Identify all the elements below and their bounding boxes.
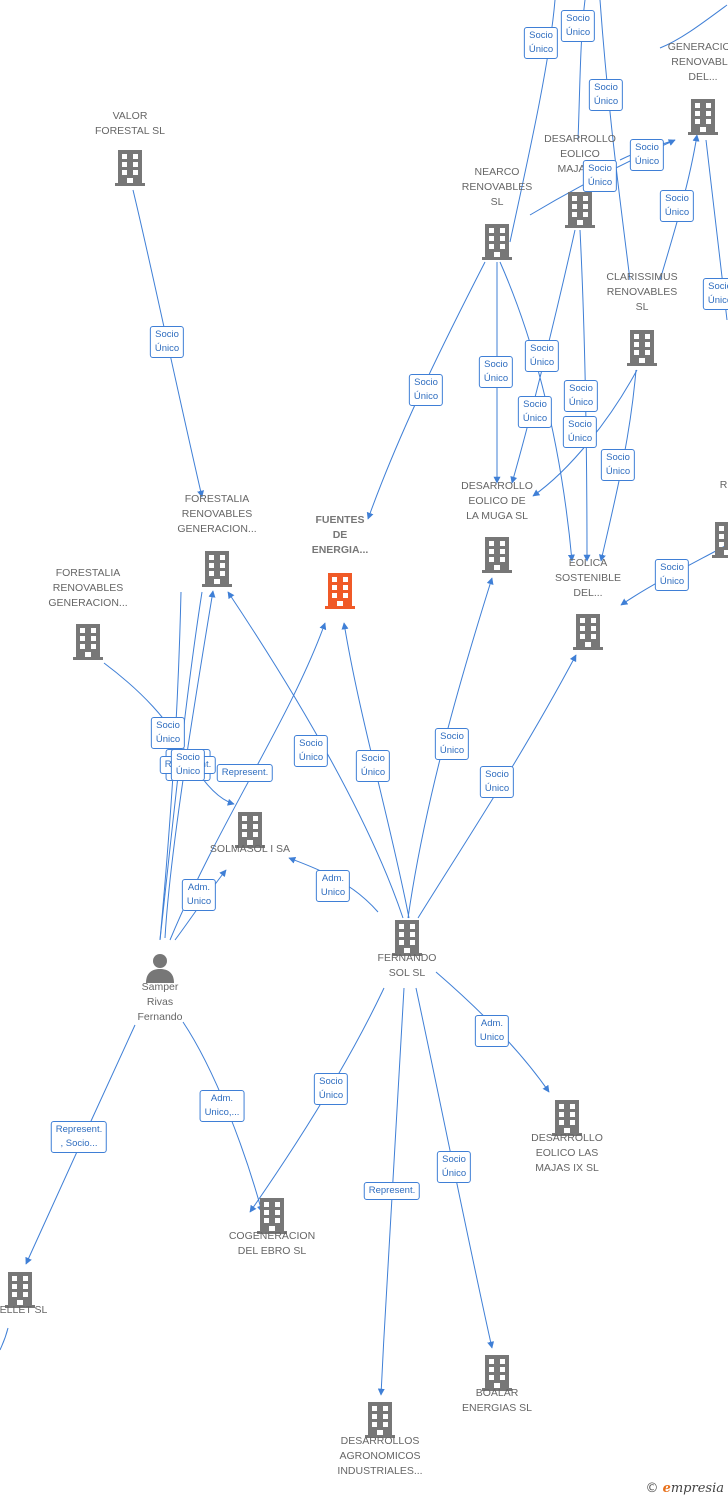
relationship-edge xyxy=(499,261,575,562)
relationship-label[interactable]: Socio Único xyxy=(313,1073,349,1105)
relationship-edge xyxy=(0,1327,9,1351)
node-label-nearco[interactable]: NEARCO RENOVABLES SL xyxy=(461,166,533,208)
relationship-label[interactable]: Socio Único xyxy=(562,416,598,448)
building-icon[interactable] xyxy=(712,522,728,558)
node-label-fernando[interactable]: FERNANDO SOL SL xyxy=(377,952,437,979)
node-label-samper[interactable]: Samper Rivas Fernando xyxy=(137,981,183,1023)
building-icon[interactable] xyxy=(688,99,718,135)
relationship-label[interactable]: Represent. , Socio... xyxy=(50,1121,108,1153)
relationship-label[interactable]: Socio Único xyxy=(408,374,444,406)
relationship-label[interactable]: Adm. Unico xyxy=(181,879,217,911)
relationship-label[interactable]: Socio Único xyxy=(560,10,596,42)
building-icon[interactable] xyxy=(73,624,103,660)
relationship-label[interactable]: Socio Único xyxy=(436,1151,472,1183)
relationship-label[interactable]: Represent. xyxy=(363,1182,421,1200)
relationship-label[interactable]: Socio Único xyxy=(659,190,695,222)
person-icon[interactable] xyxy=(146,954,174,983)
relationship-label[interactable]: Socio Único xyxy=(524,340,560,372)
node-label-eolica[interactable]: EOLICA SOSTENIBLE DEL... xyxy=(555,557,621,599)
relationship-label[interactable]: Represent. xyxy=(216,764,274,782)
node-label-desmajasx[interactable]: DESARROLLO EOLICO MAJAS X xyxy=(544,133,616,175)
node-label-majasix[interactable]: DESARROLLO EOLICO LAS MAJAS IX SL xyxy=(531,1132,603,1174)
relationship-label[interactable]: Socio Único xyxy=(170,749,206,781)
relationship-label[interactable]: Adm. Unico xyxy=(474,1015,510,1047)
building-icon[interactable] xyxy=(565,192,595,228)
relationship-edge xyxy=(377,987,405,1396)
node-label-cogeneracion[interactable]: COGENERACION DEL EBRO SL xyxy=(228,1230,316,1257)
focus-building-icon[interactable] xyxy=(325,573,355,609)
relationship-label[interactable]: Socio Único xyxy=(523,27,559,59)
relationship-edge xyxy=(659,4,728,49)
node-label-forestalia2[interactable]: FORESTALIA RENOVABLES GENERACION... xyxy=(48,567,128,609)
building-icon[interactable] xyxy=(115,150,145,186)
relationship-label[interactable]: Socio Único xyxy=(479,766,515,798)
relationship-label[interactable]: Socio Único xyxy=(588,79,624,111)
node-label-re[interactable]: RE xyxy=(719,479,728,491)
relationship-label[interactable]: Socio Único xyxy=(434,728,470,760)
relationship-label[interactable]: Socio Único xyxy=(600,449,636,481)
relationship-edge xyxy=(509,0,556,243)
relationship-label[interactable]: Adm. Unico xyxy=(315,870,351,902)
relationship-label[interactable]: Adm. Unico,... xyxy=(199,1090,245,1122)
relationship-label[interactable]: Socio Único xyxy=(293,735,329,767)
relationship-edge xyxy=(417,654,577,919)
relationship-label[interactable]: Socio Único xyxy=(355,750,391,782)
relationship-label[interactable]: Socio Único xyxy=(517,396,553,428)
relationship-label[interactable]: Socio Único xyxy=(702,278,728,310)
building-icon[interactable] xyxy=(482,224,512,260)
relationship-label[interactable]: Socio Único xyxy=(654,559,690,591)
relationship-label[interactable]: Socio Único xyxy=(563,380,599,412)
relationship-edge xyxy=(227,591,404,919)
node-label-clarissimus[interactable]: CLARISSIMUS RENOVABLES SL xyxy=(606,271,678,313)
node-label-pellet[interactable]: PELLET SL xyxy=(0,1304,48,1316)
empresia-logo: © empresia xyxy=(645,1481,724,1496)
relationship-label[interactable]: Socio Único xyxy=(582,160,618,192)
building-icon[interactable] xyxy=(482,537,512,573)
building-icon[interactable] xyxy=(627,330,657,366)
node-label-fuentes[interactable]: FUENTES DE ENERGIA... xyxy=(311,514,369,556)
relationship-edge xyxy=(132,189,204,498)
building-icon[interactable] xyxy=(573,614,603,650)
building-icon[interactable] xyxy=(202,551,232,587)
relationship-label[interactable]: Socio Único xyxy=(478,356,514,388)
node-label-agronomicos[interactable]: DESARROLLOS AGRONOMICOS INDUSTRIALES... xyxy=(337,1435,423,1477)
relationship-label[interactable]: Socio Único xyxy=(150,717,186,749)
relationship-label[interactable]: Socio Único xyxy=(629,139,665,171)
relationship-edge xyxy=(599,0,631,281)
node-label-solmasol[interactable]: SOLMASOL I SA xyxy=(209,843,291,855)
node-label-forestalia1[interactable]: FORESTALIA RENOVABLES GENERACION... xyxy=(177,493,257,535)
relationship-label[interactable]: Socio Único xyxy=(149,326,185,358)
node-label-valor[interactable]: VALOR FORESTAL SL xyxy=(94,110,166,137)
node-label-muga[interactable]: DESARROLLO EOLICO DE LA MUGA SL xyxy=(461,480,533,522)
building-icon[interactable] xyxy=(365,1402,395,1438)
node-label-generacion[interactable]: GENERACION RENOVABLE DEL... xyxy=(667,41,728,83)
node-label-boalar[interactable]: BOALAR ENERGIAS SL xyxy=(461,1387,533,1414)
